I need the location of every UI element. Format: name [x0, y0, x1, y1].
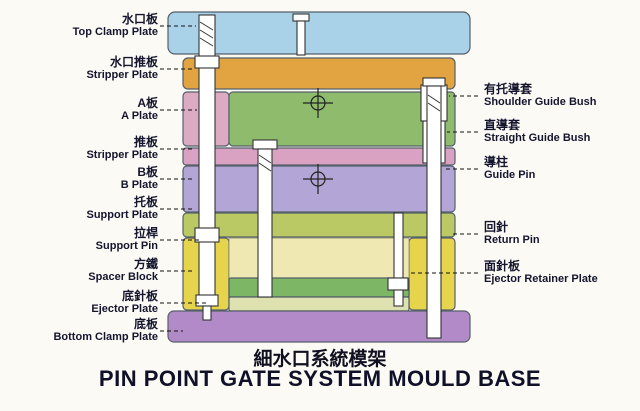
label-straight-guide-bush-en: Straight Guide Bush — [484, 132, 591, 144]
label-support-plate-zh: 托板 — [133, 195, 158, 209]
label-guide-pin-en: Guide Pin — [484, 169, 536, 181]
stripper-plate-mid — [182, 147, 456, 166]
label-stripper-plate-top-en: Stripper Plate — [86, 69, 158, 81]
label-stripper-plate-mid-en: Stripper Plate — [86, 149, 158, 161]
top-bolt-head — [292, 13, 310, 22]
label-a-plate-en: A Plate — [121, 110, 158, 122]
label-top-clamp-plate-en: Top Clamp Plate — [72, 26, 158, 38]
left-guide-pin-collar-top — [194, 55, 220, 69]
label-a-plate-zh: A板 — [137, 96, 158, 110]
top-clamp-plate — [167, 11, 471, 55]
label-support-pin-en: Support Pin — [95, 240, 158, 252]
label-stripper-plate-top: 水口推板 Stripper Plate — [6, 56, 158, 82]
label-ejector-plate-en: Ejector Plate — [91, 303, 158, 315]
label-return-pin-en: Return Pin — [484, 234, 540, 246]
label-bottom-clamp-plate-zh: 底板 — [133, 317, 158, 331]
datum-crosshair-a-plate — [303, 88, 333, 118]
page-title-chinese: 細水口系統模架 — [253, 349, 387, 370]
label-top-clamp-plate-zh: 水口板 — [121, 12, 158, 26]
support-pin-shaft — [257, 148, 273, 298]
label-ejector-retainer-plate-en: Ejector Retainer Plate — [484, 273, 598, 285]
label-a-plate: A板 A Plate — [6, 97, 158, 123]
pin-hatching — [199, 21, 441, 172]
label-spacer-block: 方鐵 Spacer Block — [6, 258, 158, 284]
ejector-retainer-plate — [228, 277, 410, 298]
label-spacer-block-zh: 方鐵 — [133, 257, 158, 271]
label-return-pin-zh: 回針 — [484, 220, 509, 234]
label-shoulder-guide-bush-zh: 有托導套 — [484, 82, 533, 96]
label-ejector-plate-zh: 底針板 — [121, 289, 158, 303]
retainer-bolt-head — [387, 277, 409, 291]
label-spacer-block-en: Spacer Block — [88, 271, 158, 283]
page-title-english: PIN POINT GATE SYSTEM MOULD BASE — [98, 366, 542, 391]
support-plate — [182, 212, 456, 238]
bottom-clamp-plate — [167, 310, 471, 343]
label-support-plate: 托板 Support Plate — [6, 196, 158, 222]
label-stripper-plate-mid-zh: 推板 — [133, 135, 158, 149]
label-b-plate: B板 B Plate — [6, 166, 158, 192]
label-support-pin-zh: 拉桿 — [133, 226, 158, 240]
label-guide-pin: 導柱 Guide Pin — [484, 156, 636, 182]
label-b-plate-zh: B板 — [137, 165, 158, 179]
label-bottom-clamp-plate-en: Bottom Clamp Plate — [53, 331, 158, 343]
right-guide-pin-cap — [422, 77, 446, 87]
top-bolt-shaft — [296, 20, 306, 56]
stripper-plate-top — [182, 57, 456, 90]
label-shoulder-guide-bush: 有托導套 Shoulder Guide Bush — [484, 83, 636, 109]
datum-crosshair-b-plate — [303, 164, 333, 194]
b-plate — [182, 165, 456, 213]
return-pin-shaft — [393, 212, 404, 279]
label-ejector-plate: 底針板 Ejector Plate — [6, 290, 158, 316]
left-guide-pin-nut — [195, 294, 219, 307]
label-straight-guide-bush: 直導套 Straight Guide Bush — [484, 119, 636, 145]
label-straight-guide-bush-zh: 直導套 — [484, 118, 521, 132]
ejector-plate — [228, 296, 410, 312]
label-guide-pin-zh: 導柱 — [484, 155, 509, 169]
left-guide-pin-collar-bottom — [194, 227, 220, 243]
label-shoulder-guide-bush-en: Shoulder Guide Bush — [484, 96, 597, 108]
label-b-plate-en: B Plate — [120, 179, 158, 191]
label-bottom-clamp-plate: 底板 Bottom Clamp Plate — [6, 318, 158, 344]
support-pin-cap — [252, 139, 278, 150]
label-support-plate-en: Support Plate — [86, 209, 158, 221]
label-stripper-plate-mid: 推板 Stripper Plate — [6, 136, 158, 162]
left-guide-pin-tip — [202, 305, 212, 321]
label-support-pin: 拉桿 Support Pin — [6, 227, 158, 253]
retainer-bolt-screw — [393, 289, 404, 307]
label-stripper-plate-top-zh: 水口推板 — [109, 55, 158, 69]
right-guide-pin-shaft — [426, 85, 442, 339]
label-ejector-retainer-plate: 面針板 Ejector Retainer Plate — [484, 260, 636, 286]
a-plate — [228, 91, 456, 147]
label-top-clamp-plate: 水口板 Top Clamp Plate — [6, 13, 158, 39]
ejector-cavity — [228, 237, 410, 279]
label-return-pin: 回針 Return Pin — [484, 221, 636, 247]
label-ejector-retainer-plate-zh: 面針板 — [484, 259, 521, 273]
